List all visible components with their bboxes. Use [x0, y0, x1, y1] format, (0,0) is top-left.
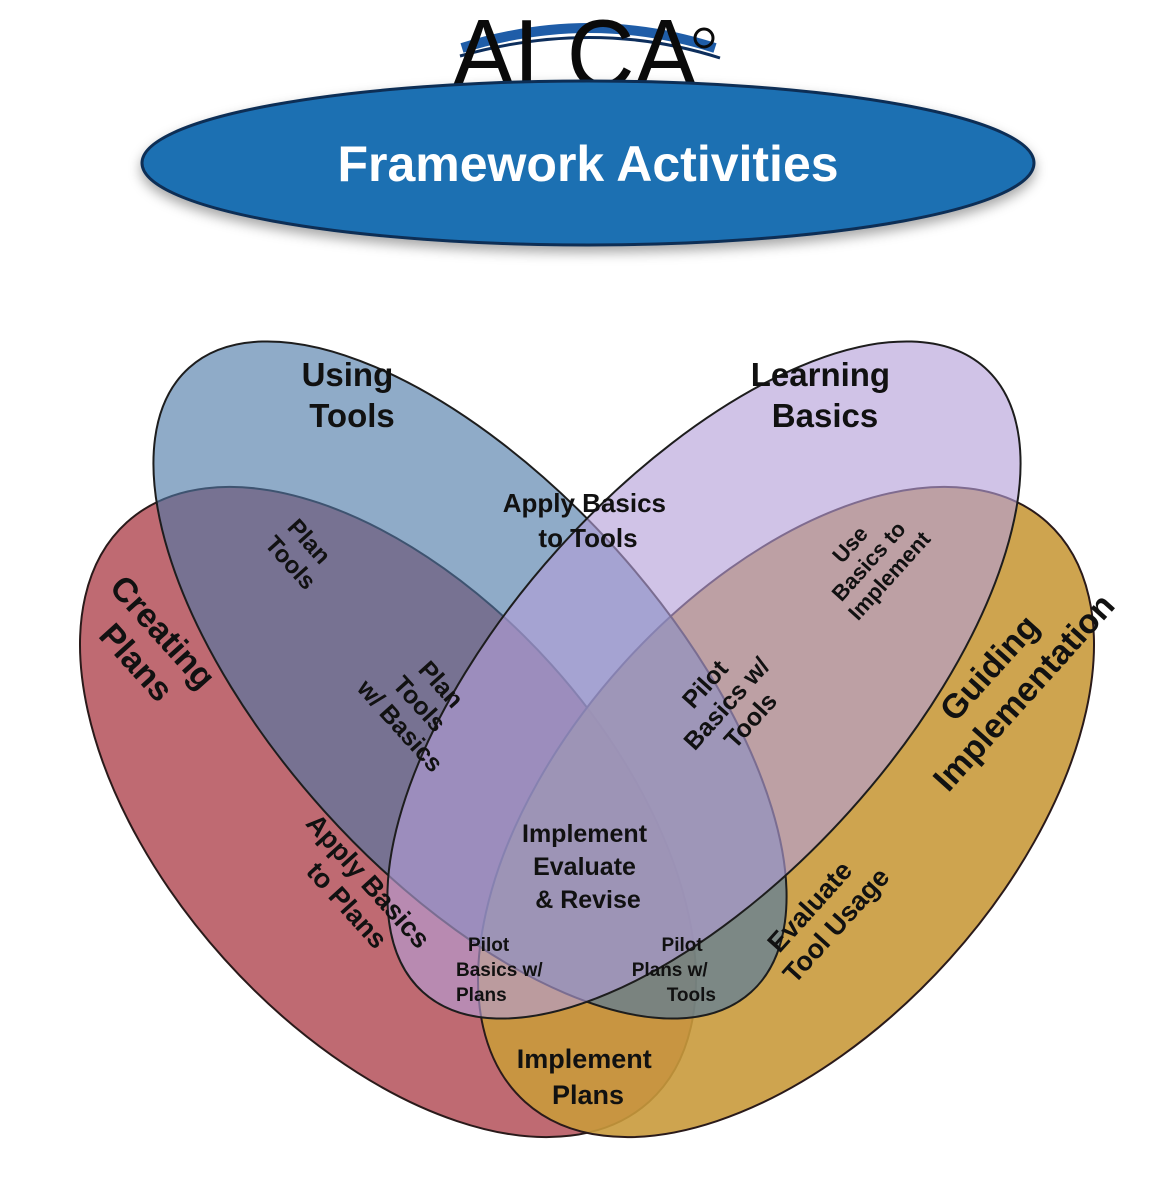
- region-implement-plans: Implement Plans: [517, 1044, 660, 1110]
- region-pilot-plans-w-tools: Pilot Plans w/ Tools: [632, 935, 716, 1006]
- set-learning-basics: [386, 340, 1022, 1020]
- label-using-tools: Using Tools: [302, 356, 403, 434]
- title-banner: Framework Activities: [140, 79, 1036, 247]
- region-implement-evaluate-revise: Implement Evaluate & Revise: [522, 820, 654, 914]
- region-apply-basics-to-tools: Apply Basics to Tools: [503, 488, 674, 553]
- venn-sets: [79, 340, 1095, 1139]
- label-learning-basics: Learning Basics: [751, 356, 900, 434]
- registered-mark-icon: [693, 27, 715, 49]
- banner-title: Framework Activities: [337, 136, 838, 192]
- region-pilot-basics-w-plans: Pilot Basics w/ Plans: [456, 935, 548, 1006]
